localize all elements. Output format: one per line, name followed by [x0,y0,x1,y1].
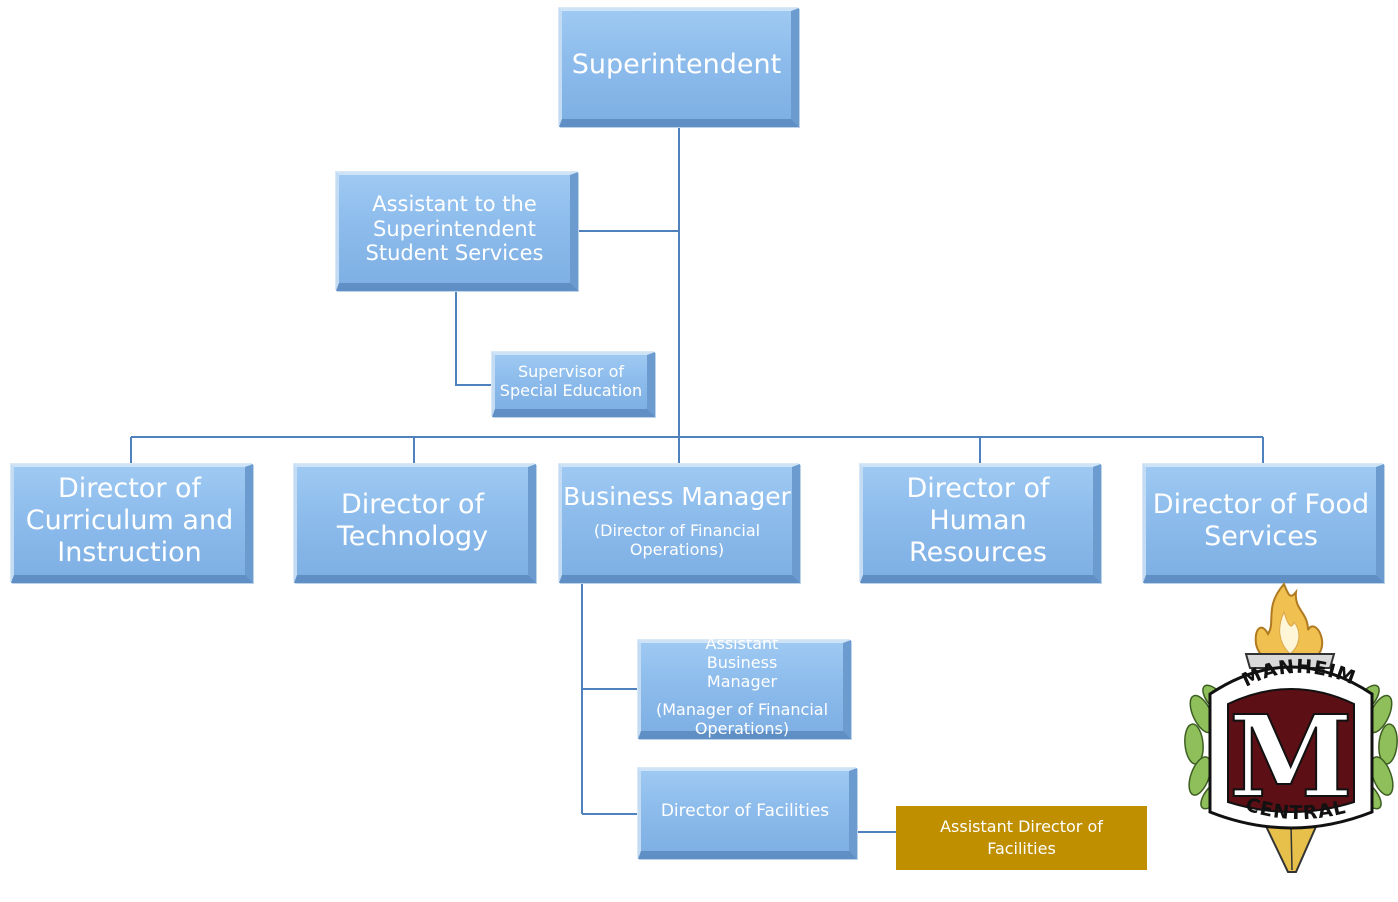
asst-director-facilities-box: Assistant Director of Facilities [896,806,1147,870]
asst-business-manager-box: Assistant Business Manager (Manager of F… [638,634,851,739]
director-food-label: Director of Food Services [1152,489,1370,552]
director-facilities-box: Director of Facilities [638,768,857,859]
director-technology-label: Director of Technology [336,489,489,552]
director-hr-label: Director of Human Resources [906,473,1050,568]
business-manager-title: Business Manager [563,482,791,512]
logo-letter: M [1229,692,1353,823]
asst-director-facilities-label: Assistant Director of Facilities [940,816,1103,858]
assistant-student-services-box: Assistant to the Superintendent Student … [336,172,578,291]
director-curriculum-label: Director of Curriculum and Instruction [25,473,234,568]
special-ed-connector [455,290,493,386]
asst-business-manager-subtitle: (Manager of Financial Operations) [655,699,829,738]
manheim-central-logo: M MANHEIM CENTRAL [1184,582,1398,873]
business-manager-box: Business Manager (Director of Financial … [559,464,800,583]
director-technology-box: Director of Technology [294,464,536,583]
superintendent-label: Superintendent [571,49,782,81]
supervisor-special-ed-box: Supervisor of Special Education [492,352,655,417]
director-curriculum-box: Director of Curriculum and Instruction [11,464,253,583]
director-hr-box: Director of Human Resources [860,464,1101,583]
business-manager-subtitle: (Director of Financial Operations) [593,520,761,559]
asst-business-manager-title: Assistant Business Manager [705,634,779,692]
director-food-box: Director of Food Services [1143,464,1384,583]
director-facilities-label: Director of Facilities [660,800,830,821]
supervisor-special-ed-label: Supervisor of Special Education [499,362,643,400]
superintendent-box: Superintendent [559,8,799,127]
assistant-student-services-label: Assistant to the Superintendent Student … [365,191,544,266]
